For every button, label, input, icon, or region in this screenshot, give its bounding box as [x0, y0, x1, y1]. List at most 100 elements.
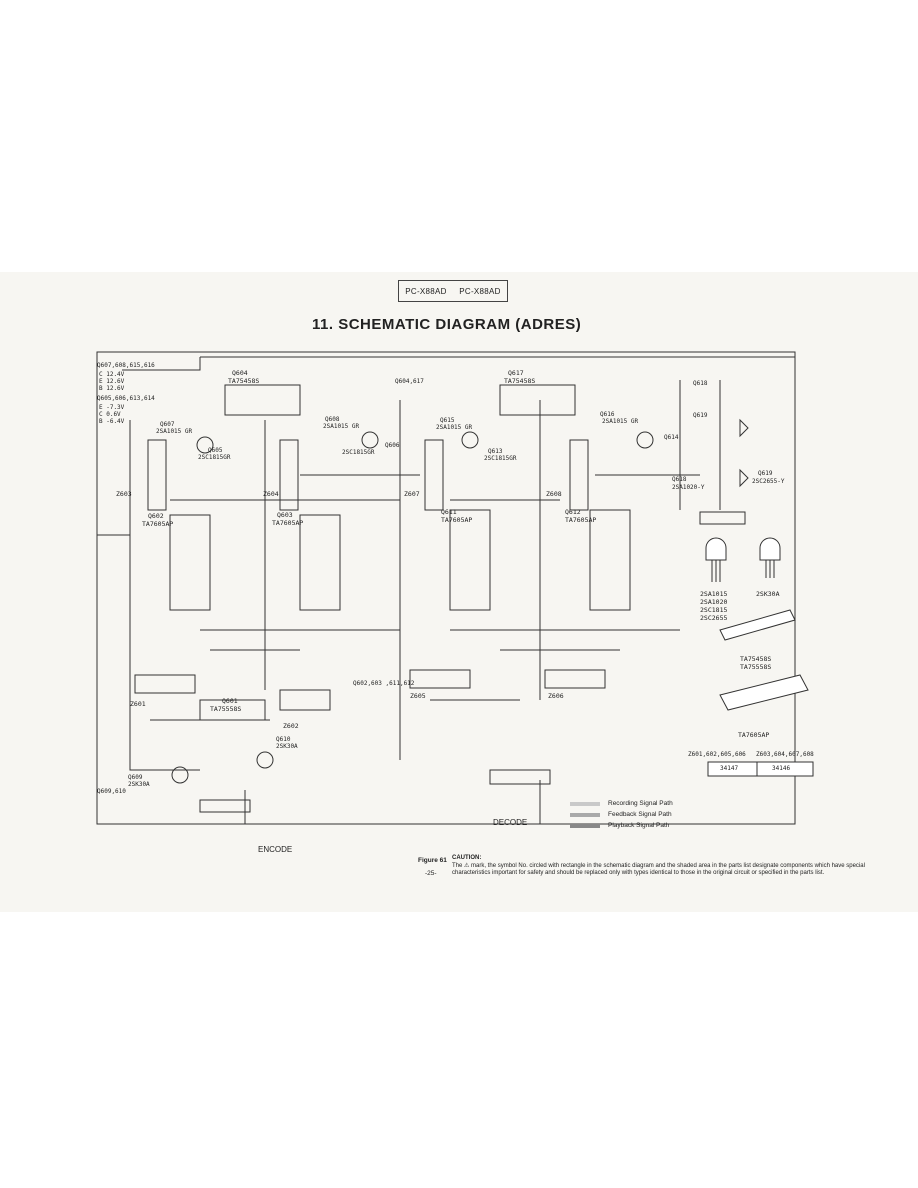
label-q615-type: 2SA1015 GR — [436, 424, 473, 431]
label-q618-type: 2SA1020-Y — [672, 484, 705, 491]
package-label-dip: TA7605AP — [738, 731, 770, 739]
label-z607: Z607 — [404, 490, 420, 498]
ic-q611 — [449, 509, 491, 611]
label-q616-type: 2SA1015 GR — [602, 418, 639, 425]
label-z603: Z603 — [116, 490, 132, 498]
label-z606: Z606 — [548, 692, 564, 700]
label-q602: Q602 — [148, 512, 164, 520]
label-q609: Q609 — [128, 774, 143, 781]
model-label-right: PC-X88AD — [459, 286, 501, 296]
transistor-q609 — [171, 766, 189, 784]
label-encode: ENCODE — [258, 845, 293, 854]
package-dip-14 — [719, 674, 809, 711]
decode-connector — [489, 769, 551, 785]
label-q604: Q604 — [232, 369, 248, 377]
block-z608 — [569, 439, 589, 511]
package-label-transistors: 2SA1015 2SA1020 2SC1815 2SC2655 — [700, 590, 728, 622]
voltage-table-3-title: Q604,617 — [395, 378, 424, 385]
caution-heading: CAUTION: — [452, 855, 482, 861]
label-q603: Q603 — [277, 511, 293, 519]
label-q608-type: 2SA1015 GR — [323, 423, 360, 430]
label-q614: Q614 — [664, 434, 679, 441]
label-q605-type: 2SC1815GR — [198, 454, 231, 461]
label-q610: Q610 — [276, 736, 291, 743]
voltage-table-q619: Q619 — [693, 412, 708, 419]
label-q603-ic: TA7605AP — [272, 519, 304, 527]
block-z605 — [409, 669, 471, 689]
voltage-table-1-row3: B 12.6V — [99, 385, 125, 392]
page-number: -25- — [425, 870, 437, 877]
label-q607: Q607 — [160, 421, 175, 428]
voltage-table-q618: Q618 — [693, 380, 708, 387]
label-q612-ic: TA7605AP — [565, 516, 597, 524]
ic-q617 — [499, 384, 576, 416]
label-q611: Q611 — [441, 508, 457, 516]
label-z601: Z601 — [130, 700, 146, 708]
parts-z603-part: 34146 — [772, 765, 791, 772]
label-q619: Q619 — [758, 470, 773, 477]
parts-z601-title: Z601,602,605,606 — [688, 751, 746, 758]
transistor-q610 — [256, 751, 274, 769]
legend-feedback: Feedback Signal Path — [570, 809, 673, 820]
label-q618: Q618 — [672, 476, 687, 483]
label-q607-type: 2SA1015 GR — [156, 428, 193, 435]
output-connector — [699, 511, 746, 525]
label-q617: Q617 — [508, 369, 524, 377]
figure-number: Figure 61 — [418, 857, 447, 864]
caution-note: CAUTION: The ⚠ mark, the symbol No. circ… — [452, 855, 872, 878]
label-q609-type: 2SK30A — [128, 781, 150, 788]
ic-q612 — [589, 509, 631, 611]
voltage-table-q609: Q609,610 — [97, 788, 126, 795]
package-sip-8 — [719, 609, 796, 641]
package-label-sip: TA75458S TA75558S — [740, 655, 772, 671]
voltage-table-4-title: Q602,603 ,611,612 — [353, 680, 415, 687]
block-z603 — [147, 439, 167, 511]
label-q606: Q606 — [385, 442, 400, 449]
schematic-sheet — [0, 272, 918, 912]
package-label-fet: 2SK30A — [756, 590, 780, 598]
ic-q603 — [299, 514, 341, 611]
label-q605: Q605 — [208, 447, 223, 454]
label-q611-ic: TA7605AP — [441, 516, 473, 524]
legend-playback: Playback Signal Path — [570, 820, 673, 831]
voltage-table-2-row1: E -7.3V — [99, 404, 125, 411]
label-q608: Q608 — [325, 416, 340, 423]
legend-recording: Recording Signal Path — [570, 798, 673, 809]
block-z601 — [134, 674, 196, 694]
block-z602 — [279, 689, 331, 711]
label-q613-type: 2SC1815GR — [484, 455, 517, 462]
label-q616: Q616 — [600, 411, 615, 418]
label-z605: Z605 — [410, 692, 426, 700]
block-z607 — [424, 439, 444, 511]
label-q604-ic: TA75458S — [228, 377, 260, 385]
schematic-border — [96, 351, 796, 825]
label-z604: Z604 — [263, 490, 279, 498]
voltage-table-1-row2: E 12.6V — [99, 378, 125, 385]
encode-connector — [199, 799, 251, 813]
block-z604 — [279, 439, 299, 511]
label-q615: Q615 — [440, 417, 455, 424]
block-z606 — [544, 669, 606, 689]
legend-recording-label: Recording Signal Path — [608, 800, 673, 807]
package-to92-2 — [759, 537, 781, 561]
label-q602-ic: TA7605AP — [142, 520, 174, 528]
label-q610-type: 2SK30A — [276, 743, 298, 750]
legend-playback-label: Playback Signal Path — [608, 822, 670, 829]
voltage-table-2-row3: B -6.4V — [99, 418, 125, 425]
signal-path-legend: Recording Signal Path Feedback Signal Pa… — [570, 798, 673, 831]
package-z603 — [756, 761, 814, 777]
caution-text: The ⚠ mark, the symbol No. circled with … — [452, 862, 865, 877]
voltage-table-2-title: Q605,606,613,614 — [97, 395, 155, 402]
label-z608: Z608 — [546, 490, 562, 498]
label-q617-ic: TA75458S — [504, 377, 536, 385]
page-title: 11. SCHEMATIC DIAGRAM (ADRES) — [312, 316, 582, 333]
label-q601-ic: TA75558S — [210, 705, 242, 713]
transistor-q615 — [461, 431, 479, 449]
label-q619-type: 2SC2655-Y — [752, 478, 785, 485]
label-decode: DECODE — [493, 818, 528, 827]
label-q613: Q613 — [488, 448, 503, 455]
label-q601: Q601 — [222, 697, 238, 705]
transistor-q608 — [361, 431, 379, 449]
label-q612: Q612 — [565, 508, 581, 516]
